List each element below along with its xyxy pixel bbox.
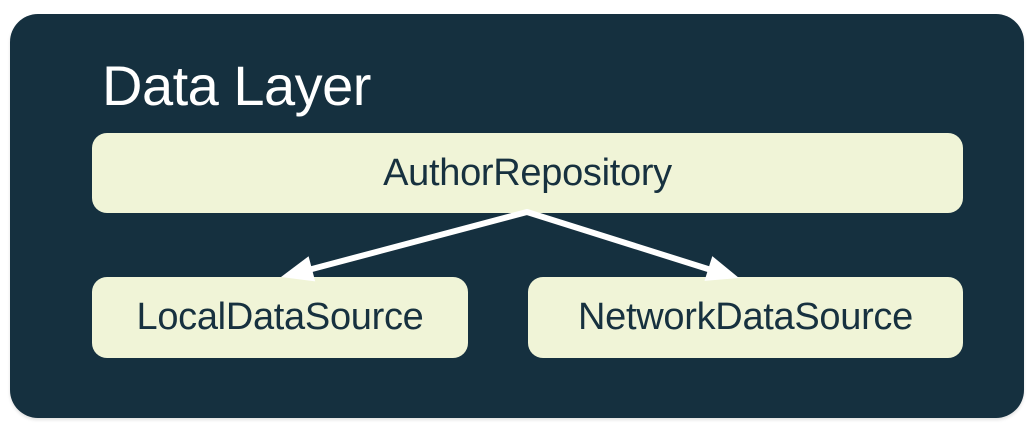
diagram-title: Data Layer: [102, 54, 371, 117]
node-network-data-source-label: NetworkDataSource: [578, 296, 913, 338]
node-local-data-source: LocalDataSource: [92, 277, 468, 358]
node-author-repository: AuthorRepository: [92, 133, 963, 213]
node-author-repository-label: AuthorRepository: [383, 151, 672, 194]
node-network-data-source: NetworkDataSource: [528, 277, 963, 358]
node-local-data-source-label: LocalDataSource: [136, 296, 424, 338]
